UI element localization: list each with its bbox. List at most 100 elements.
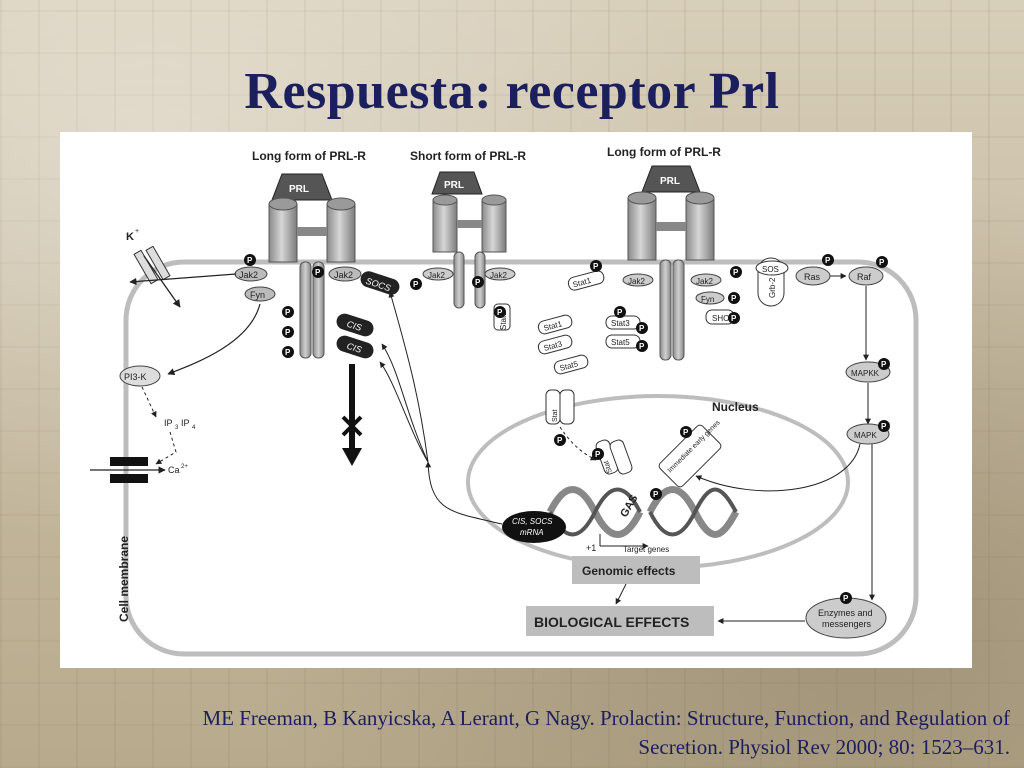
phosphate-marker (494, 306, 506, 318)
stat-proteins: Stat1 Stat1 Stat3 Stat5 Stat3 Stat5 Jak2… (537, 270, 735, 375)
phosphate-label: P (617, 308, 623, 317)
cis-label: CIS (346, 319, 363, 333)
phosphate-marker (554, 434, 566, 446)
jak2-label: Jak2 (628, 277, 645, 286)
phosphate-label: P (247, 256, 253, 265)
phosphate-label: P (843, 594, 849, 603)
phosphate-marker (878, 420, 890, 432)
mrna-label: mRNA (520, 528, 544, 537)
long-form-label-right: Long form of PRL-R (607, 145, 721, 159)
messengers-label: messengers (822, 619, 872, 629)
socs-cis-proteins: SOCS CIS CIS (336, 271, 400, 359)
grb2-label: Grb-2 (768, 277, 777, 298)
cis-label: CIS (346, 341, 363, 355)
phosphate-marker (282, 306, 294, 318)
phosphate-label: P (639, 324, 645, 333)
phosphate-label: P (557, 436, 563, 445)
inhibition-arrow (341, 364, 363, 466)
short-form-receptor: PRL (431, 171, 507, 309)
k-ion-label: K (126, 231, 134, 243)
biological-effects-label: BIOLOGICAL EFFECTS (534, 614, 689, 630)
phosphate-label: P (879, 258, 885, 267)
phosphate-label: P (825, 256, 831, 265)
phosphate-marker (590, 260, 602, 272)
ip-label: IP (164, 418, 173, 428)
stat3-label: Stat3 (611, 319, 630, 328)
ip-label: IP (181, 418, 190, 428)
phosphate-marker (822, 254, 834, 266)
phosphate-marker (472, 276, 484, 288)
sos-label: SOS (762, 265, 779, 274)
phosphate-label: P (733, 268, 739, 277)
phosphate-label: P (285, 308, 291, 317)
long-form-receptor-right: PRL (627, 165, 715, 361)
short-form-label: Short form of PRL-R (410, 149, 526, 163)
enzymes-label: Enzymes and (818, 608, 873, 618)
phosphate-label: P (285, 328, 291, 337)
pi3k-pathway: PI3-K IP 3 IP 4 Ca 2+ (90, 303, 261, 483)
phosphate-marker (840, 592, 852, 604)
citation: ME Freeman, B Kanyicska, A Lerant, G Nag… (40, 704, 1010, 762)
phosphate-label: P (731, 314, 737, 323)
long-form-receptor-left: PRL (268, 173, 356, 359)
ras-label: Ras (804, 272, 821, 282)
nucleus-label: Nucleus (712, 400, 759, 414)
mapkk-label: MAPKK (851, 369, 880, 378)
phosphate-label: P (413, 280, 419, 289)
phosphate-marker (650, 488, 662, 500)
mapk-label: MAPK (854, 431, 877, 440)
jak2-label: Jak2 (239, 270, 258, 280)
raf-label: Raf (857, 272, 872, 282)
calcium-charge: 2+ (181, 464, 188, 470)
phosphate-label: P (285, 348, 291, 357)
stat5-label: Stat5 (611, 338, 630, 347)
figure-panel: Cell membrane Nucleus Long form of PRL-R… (60, 132, 972, 668)
stat-dimer: Stat Stat (545, 389, 633, 475)
prl-ligand-label: PRL (289, 184, 309, 195)
phosphate-marker (592, 448, 604, 460)
jak2-label: Jak2 (696, 277, 713, 286)
phosphate-label: P (639, 342, 645, 351)
phosphate-marker (876, 256, 888, 268)
stat1-label: Stat1 (499, 311, 508, 330)
phosphate-marker (282, 346, 294, 358)
phosphate-label: P (497, 308, 503, 317)
potassium-channel: K + (126, 228, 181, 308)
phosphate-marker (730, 266, 742, 278)
citation-line-1: ME Freeman, B Kanyicska, A Lerant, G Nag… (202, 706, 1010, 730)
cell-membrane-outline (123, 259, 919, 657)
slide-title: Respuesta: receptor Prl (244, 63, 780, 120)
mapk-pathway: Grb-2 SOS Ras Raf MAPKK MAPK (695, 257, 891, 601)
k-ion-charge: + (135, 228, 139, 235)
jak2-label: Jak2 (428, 271, 445, 280)
left-receptor-kinases: Jak2 Fyn Jak2 (129, 266, 362, 302)
shc-label: SHC (712, 314, 729, 323)
phosphate-label: P (731, 294, 737, 303)
stat-label: Stat (552, 409, 559, 422)
long-form-label-left: Long form of PRL-R (252, 149, 366, 163)
citation-line-2: Secretion. Physiol Rev 2000; 80: 1523–63… (638, 735, 1010, 759)
prl-ligand-label: PRL (444, 180, 464, 191)
fyn-label: Fyn (701, 295, 714, 304)
genomic-effects-label: Genomic effects (582, 564, 676, 578)
prl-ligand-label: PRL (660, 176, 680, 187)
phosphate-marker (410, 278, 422, 290)
phosphate-label: P (475, 278, 481, 287)
phosphate-marker (680, 426, 692, 438)
jak2-label: Jak2 (490, 271, 507, 280)
phosphate-label: P (593, 262, 599, 271)
phosphate-marker (636, 340, 648, 352)
phosphate-marker (878, 358, 890, 370)
phosphate-label: P (595, 450, 601, 459)
jak2-label: Jak2 (334, 270, 353, 280)
transcription-start-label: +1 (586, 543, 596, 553)
pi3k-label: PI3-K (124, 372, 147, 382)
phosphate-label: P (683, 428, 689, 437)
target-genes-label: Target genes (623, 545, 669, 554)
phosphate-marker (244, 254, 256, 266)
phosphate-label: P (881, 422, 887, 431)
phosphate-label: P (315, 268, 321, 277)
fyn-label: Fyn (250, 290, 265, 300)
phosphate-label: P (881, 360, 887, 369)
